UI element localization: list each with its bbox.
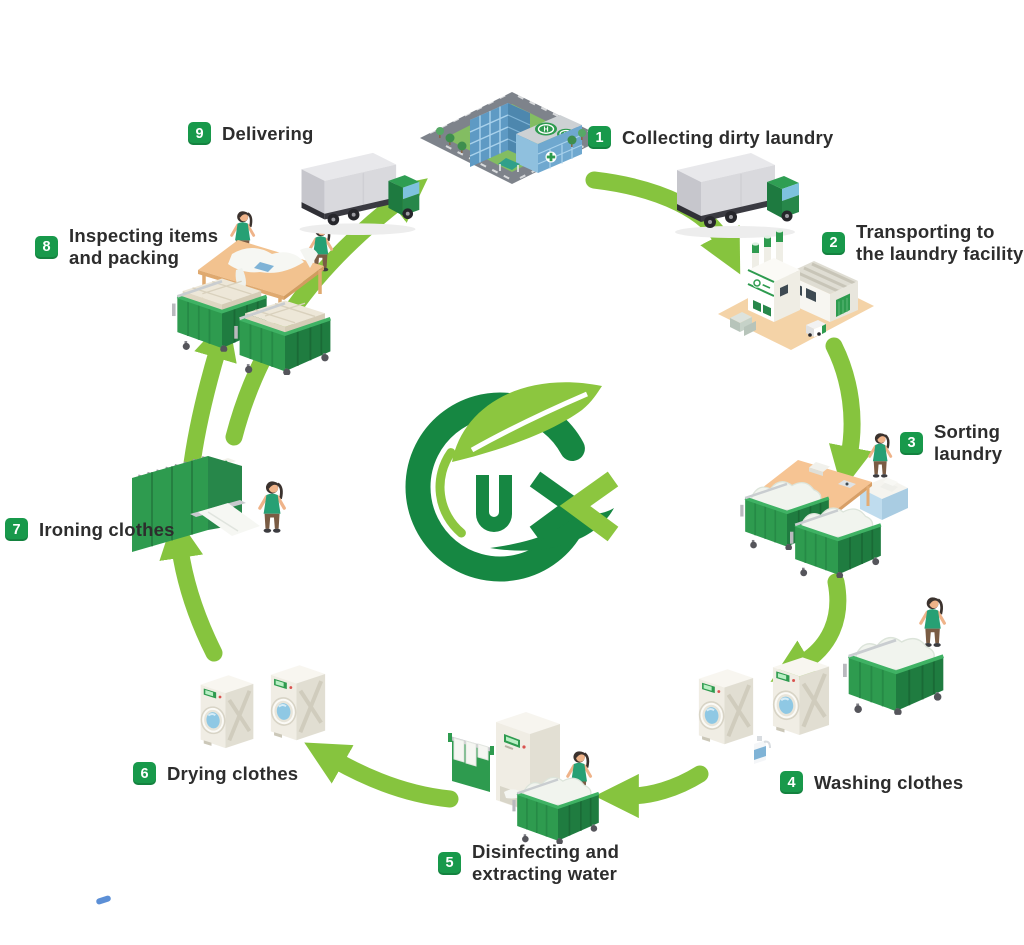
extracting-machine-illustration [448, 712, 623, 845]
step-1-text: Collecting dirty laundry [622, 126, 834, 148]
worker-figure [258, 480, 286, 535]
drying-machine-icon [197, 673, 256, 751]
sorting-station-illustration [740, 432, 908, 593]
step-2-badge: 2 [822, 231, 845, 255]
step-label-4: 4 Washing clothes [780, 771, 963, 794]
step-7-text: Ironing clothes [39, 518, 175, 540]
laundry-facility-illustration [718, 229, 874, 350]
logo-letter-x-light [559, 471, 619, 542]
worker-figure [868, 432, 893, 480]
drying-machines-illustration [197, 663, 328, 751]
ironing-machine-illustration [132, 456, 286, 552]
step-8-text: Inspecting items [69, 225, 219, 246]
drying-machine-icon [267, 663, 328, 743]
laundry-cart-icon [843, 638, 943, 716]
step-label-1: 1 Collecting dirty laundry [588, 126, 833, 149]
washing-machine-icon [772, 657, 829, 735]
washing-machine-icon [695, 667, 756, 747]
logo-leaf-vein [470, 391, 588, 453]
inspection-station-illustration [172, 210, 334, 380]
step-8-badge: 8 [35, 235, 58, 259]
ux-logo: U X [405, 382, 619, 582]
step-4-text: Washing clothes [814, 771, 964, 793]
logo-letter-u [476, 475, 512, 532]
worker-pushing-cart-illustration [843, 596, 946, 720]
step-6-text: Drying clothes [167, 762, 299, 784]
arrow-step2-to-step3 [825, 337, 873, 491]
arrow-step7-to-step8 [182, 315, 237, 480]
step-1-badge: 1 [588, 126, 611, 149]
arrow-step5-to-step6 [304, 742, 459, 808]
logo-accent-arc [435, 448, 466, 538]
tree-icons [436, 127, 586, 153]
step-label-9: 9 Delivering [188, 122, 313, 145]
step-6-badge: 6 [133, 762, 156, 785]
step-5-badge: 5 [438, 851, 461, 875]
step-3-text: Sorting [934, 421, 1001, 442]
step-label-7: 7 Ironing clothes [5, 518, 175, 541]
worker-figure [919, 596, 946, 649]
step-7-badge: 7 [5, 518, 28, 541]
delivery-truck-illustration [298, 152, 421, 236]
arrow-step3-to-step4 [770, 573, 847, 682]
step-3-badge: 3 [900, 431, 923, 455]
container-icons [730, 312, 756, 336]
svg-text:H: H [543, 127, 548, 134]
small-truck-icon [806, 320, 826, 337]
step-9-text: Delivering [222, 122, 314, 144]
step-5-text: Disinfecting and [472, 841, 620, 862]
detergent-bottle-icon [754, 736, 771, 764]
arrow-step6-to-step7 [159, 514, 223, 662]
step-4-badge: 4 [780, 771, 803, 794]
step-9-badge: 9 [188, 122, 211, 145]
step-2-text: Transporting to [856, 221, 995, 242]
step-label-6: 6 Drying clothes [133, 762, 298, 785]
hospital-building-illustration: H H [420, 92, 605, 184]
washing-machines-illustration [695, 652, 847, 764]
chimney-icons [752, 229, 783, 270]
arrow-step4-to-step5 [594, 765, 709, 819]
